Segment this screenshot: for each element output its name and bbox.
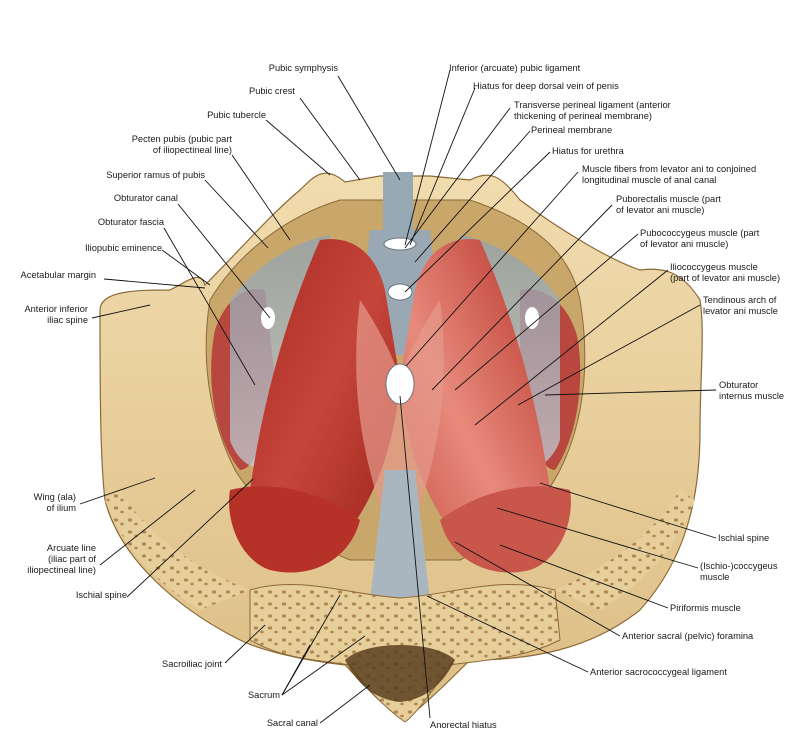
- coccygeus-left: [229, 486, 360, 573]
- label-iliococcygeus-muscle: Iliococcygeus muscle (part of levator an…: [670, 262, 781, 283]
- label-obturator-canal: Obturator canal: [113, 193, 178, 203]
- label-pubic-crest: Pubic crest: [249, 86, 295, 96]
- ilium-edge-left: [105, 490, 250, 610]
- label-anorectal-hiatus: Anorectal hiatus: [430, 720, 497, 730]
- label-anterior-sacral-foramina: Anterior sacral (pelvic) foramina: [622, 631, 754, 641]
- ilium-edge-right: [555, 490, 695, 610]
- label-puborectalis-muscle: Puborectalis muscle (part of levator ani…: [616, 194, 721, 215]
- label-anterior-inferior-iliac-spine: Anterior inferior iliac spine: [24, 304, 88, 325]
- anorectal-hiatus: [385, 363, 415, 405]
- label-wing-of-ilium: Wing (ala) of ilium: [33, 492, 76, 513]
- hiatus-urethra: [387, 283, 413, 301]
- obturator-canal-left: [261, 307, 275, 329]
- label-hiatus-dorsal-vein: Hiatus for deep dorsal vein of penis: [473, 81, 619, 91]
- obturator-canal-right: [525, 307, 539, 329]
- label-ischial-spine-right: Ischial spine: [718, 533, 770, 543]
- label-sacrum: Sacrum: [247, 690, 280, 700]
- puborectalis: [356, 300, 444, 520]
- sacral-canal: [345, 645, 455, 702]
- label-superior-ramus-of-pubis: Superior ramus of pubis: [106, 170, 205, 180]
- label-sacroiliac-joint: Sacroiliac joint: [162, 659, 222, 669]
- label-iliopubic-eminence: Iliopubic eminence: [84, 243, 162, 253]
- label-pubic-tubercle: Pubic tubercle: [207, 110, 266, 120]
- label-anterior-sacrococcygeal-ligament: Anterior sacrococcygeal ligament: [590, 667, 727, 677]
- label-acetabular-margin: Acetabular margin: [20, 270, 96, 280]
- coccygeus-right: [440, 486, 571, 573]
- leader-lines: [79, 69, 717, 724]
- label-inferior-pubic-ligament: Inferior (arcuate) pubic ligament: [449, 63, 581, 73]
- label-transverse-perineal-ligament: Transverse perineal ligament (anterior t…: [514, 100, 671, 121]
- label-obturator-fascia: Obturator fascia: [97, 217, 164, 227]
- hiatus-dorsal-vein: [383, 237, 417, 251]
- label-ischial-spine-left: Ischial spine: [75, 590, 127, 600]
- label-sacral-canal: Sacral canal: [266, 718, 318, 728]
- label-muscle-fibers-levator-ani: Muscle fibers from levator ani to conjoi…: [582, 164, 757, 185]
- label-obturator-internus-muscle: Obturator internus muscle: [719, 380, 785, 401]
- anococcygeal-raphe: [370, 470, 430, 600]
- label-pubic-symphysis: Pubic symphysis: [268, 63, 338, 73]
- label-hiatus-for-urethra: Hiatus for urethra: [552, 146, 624, 156]
- label-arcuate-line: Arcuate line (iliac part of iliopectinea…: [27, 543, 96, 575]
- label-pecten-pubis: Pecten pubis (pubic part of iliopectinea…: [131, 134, 232, 155]
- label-ischiococcygeus-muscle: (Ischio-)coccygeus muscle: [700, 561, 778, 582]
- label-pubococcygeus-muscle: Pubococcygeus muscle (part of levator an…: [640, 228, 760, 249]
- pubic-symphysis: [383, 172, 413, 242]
- label-piriformis-muscle: Piriformis muscle: [670, 603, 741, 613]
- label-tendinous-arch: Tendinous arch of levator ani muscle: [703, 295, 778, 316]
- label-perineal-membrane: Perineal membrane: [531, 125, 613, 135]
